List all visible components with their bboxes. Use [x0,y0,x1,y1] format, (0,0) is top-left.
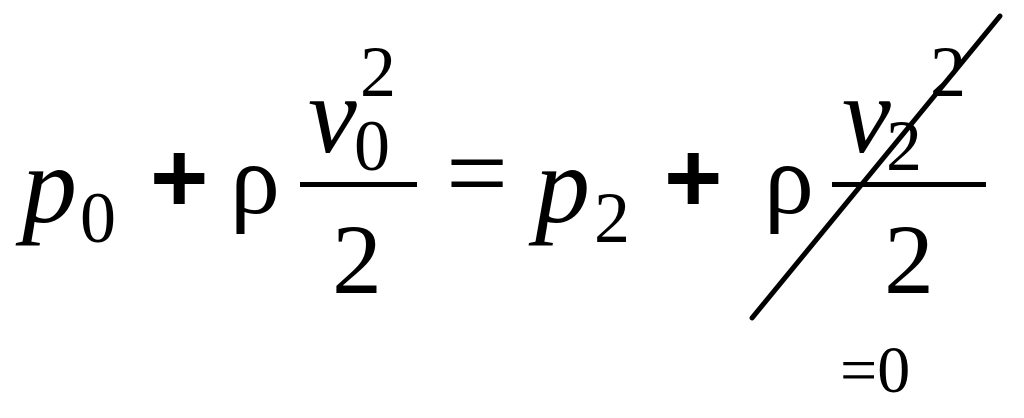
rhs-velocity-symbol: v [842,54,891,176]
lhs-fraction-denominator: 2 [332,204,382,315]
lhs-rho-symbol: ρ [230,124,280,235]
lhs-pressure-subscript: 0 [80,178,116,258]
rhs-plus-sign: + [664,122,723,234]
rhs-fraction-denominator: 2 [884,204,934,315]
lhs-fraction-bar [300,182,417,187]
equals-sign: = [446,112,509,234]
cancel-slash [749,13,1003,321]
rhs-fraction-bar [832,182,986,187]
rhs-pressure-symbol: p [535,124,590,246]
cancelled-term-annotation: =0 [840,334,911,407]
lhs-plus-sign: + [150,122,209,234]
lhs-velocity-superscript: 2 [360,32,396,112]
lhs-velocity-symbol: v [308,54,357,176]
lhs-pressure-symbol: p [22,124,77,246]
lhs-velocity-subscript: 0 [354,106,390,186]
rhs-pressure-subscript: 2 [594,178,630,258]
rhs-rho-symbol: ρ [764,124,814,235]
